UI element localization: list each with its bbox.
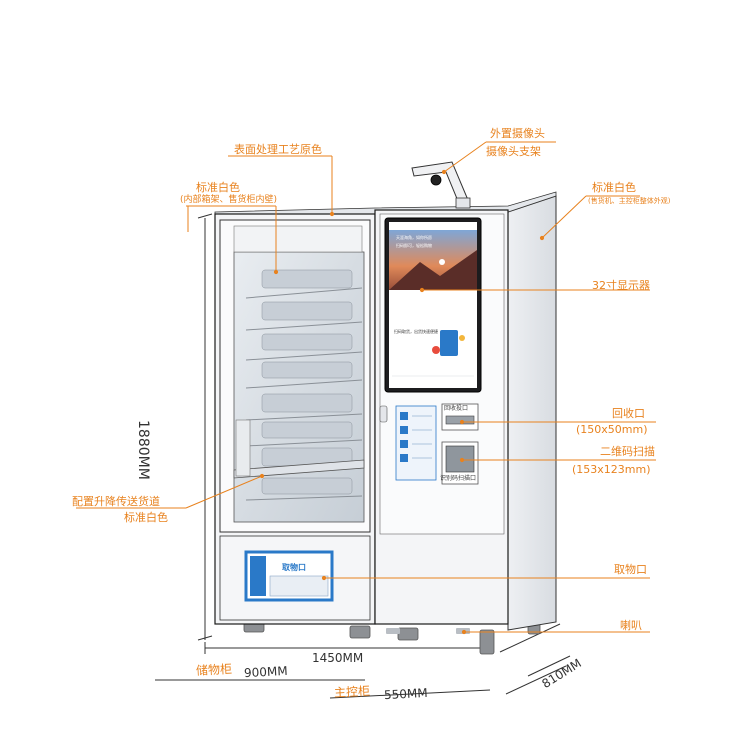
label-std-white-1: 标准白色 xyxy=(196,181,240,194)
cabinet-side-panel xyxy=(507,195,557,631)
lock-icon[interactable] xyxy=(379,405,388,423)
screen-text-3: 扫码取货，出货快速便捷 xyxy=(394,329,438,334)
label-std-white-2: 标准白色 xyxy=(592,181,636,194)
dimension-width: 1450MM xyxy=(312,651,364,665)
machine-feet xyxy=(243,617,541,655)
label-qr-size: (153x123mm) xyxy=(572,463,651,476)
lift-side xyxy=(235,419,251,477)
dimension-storage-value: 900MM xyxy=(243,663,288,681)
label-speaker: 喇叭 xyxy=(620,619,642,632)
label-std-white-3: 标准白色 xyxy=(124,511,168,524)
label-external-camera: 外置摄像头 xyxy=(490,127,545,140)
dimension-height: 1880MM xyxy=(135,420,151,480)
label-recycle-size: (150x50mm) xyxy=(576,423,648,436)
callout-lines xyxy=(76,141,656,635)
dimension-control-prefix: 主控柜 xyxy=(333,684,371,700)
recycle-slot-label: 回收投口 xyxy=(444,405,469,412)
label-camera-bracket: 摄像头支架 xyxy=(486,145,541,158)
pickup-panel-label: 取物口 xyxy=(282,563,306,572)
dimension-storage-prefix: 储物柜 xyxy=(195,662,233,678)
label-lift-lane: 配置升降传送货道 xyxy=(72,495,160,508)
recycle-slot-opening[interactable] xyxy=(445,415,475,425)
label-qr-scan: 二维码扫描 xyxy=(600,445,655,458)
screen-text-2: 扫码即可，轻松购物 xyxy=(396,243,432,248)
product-rows xyxy=(261,269,353,495)
label-display: 32寸显示器 xyxy=(592,279,650,292)
speaker-grille xyxy=(386,628,470,634)
storage-top-band xyxy=(233,225,363,253)
screen-text-1: 天涯海角，如你所愿 xyxy=(396,235,432,240)
label-surface-treatment: 表面处理工艺原色 xyxy=(234,143,322,156)
lift-platform xyxy=(233,459,365,479)
label-std-white-2-note: (售货机、主控柜整体外观) xyxy=(588,197,671,205)
scan-slot-label: 识别码扫描口 xyxy=(440,475,477,482)
label-pickup-port: 取物口 xyxy=(614,563,647,576)
camera-bracket xyxy=(411,161,471,209)
camera-icon xyxy=(430,174,442,186)
dimension-control-value: 550MM xyxy=(383,685,428,703)
label-std-white-1-note: (内部箱架、售货柜内壁) xyxy=(180,195,278,205)
label-recycle-port: 回收口 xyxy=(612,407,645,420)
qr-scan-window[interactable] xyxy=(445,445,475,473)
